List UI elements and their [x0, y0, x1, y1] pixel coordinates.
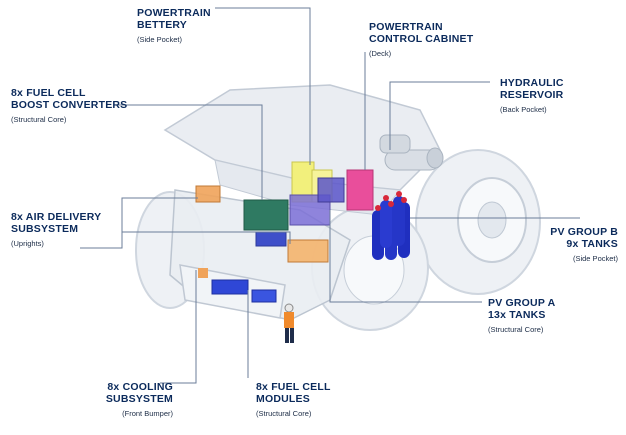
callout-pv-group-a: PV GROUP A 13x TANKS (Structural Core) [488, 297, 555, 335]
callout-title-line: 8x FUEL CELL [256, 381, 331, 393]
callout-subtitle: (Structural Core) [256, 410, 331, 419]
callout-title-line: SUBSYSTEM [106, 393, 173, 405]
callout-subtitle: (Side Pocket) [137, 36, 211, 45]
callout-hydraulic-reservoir: HYDRAULIC RESERVOIR (Back Pocket) [500, 77, 564, 115]
callout-powertrain-battery: POWERTRAIN BETTERY (Side Pocket) [137, 7, 211, 45]
rear-wheel-right [416, 150, 540, 294]
callout-title-line: 8x COOLING [106, 381, 173, 393]
callout-title-line: 8x FUEL CELL [11, 87, 127, 99]
callout-title-line: POWERTRAIN [137, 7, 211, 19]
callout-title-line: 13x TANKS [488, 309, 555, 321]
worker-figure [284, 304, 294, 343]
callout-title-line: RESERVOIR [500, 89, 564, 101]
callout-title-line: 9x TANKS [550, 238, 618, 250]
callout-cooling-subsystem: 8x COOLING SUBSYSTEM (Front Bumper) [106, 381, 173, 419]
callout-air-delivery-subsystem: 8x AIR DELIVERY SUBSYSTEM (Uprights) [11, 211, 101, 249]
callout-title-line: CONTROL CABINET [369, 33, 473, 45]
callout-subtitle: (Uprights) [11, 240, 101, 249]
callout-title-line: HYDRAULIC [500, 77, 564, 89]
callout-subtitle: (Structural Core) [11, 116, 127, 125]
callout-title-line: SUBSYSTEM [11, 223, 101, 235]
callout-powertrain-control-cabinet: POWERTRAIN CONTROL CABINET (Deck) [369, 21, 473, 59]
callout-title-line: PV GROUP B [550, 226, 618, 238]
callout-title-line: MODULES [256, 393, 331, 405]
callout-title-line: BETTERY [137, 19, 211, 31]
callout-title-line: BOOST CONVERTERS [11, 99, 127, 111]
callout-subtitle: (Front Bumper) [106, 410, 173, 419]
callout-subtitle: (Back Pocket) [500, 106, 564, 115]
callout-title-line: 8x AIR DELIVERY [11, 211, 101, 223]
callout-fuel-cell-boost-converters: 8x FUEL CELL BOOST CONVERTERS (Structura… [11, 87, 127, 125]
callout-subtitle: (Structural Core) [488, 326, 555, 335]
callout-title-line: PV GROUP A [488, 297, 555, 309]
callout-title-line: POWERTRAIN [369, 21, 473, 33]
callout-subtitle: (Deck) [369, 50, 473, 59]
callout-subtitle: (Side Pocket) [550, 255, 618, 264]
callout-fuel-cell-modules: 8x FUEL CELL MODULES (Structural Core) [256, 381, 331, 419]
callout-pv-group-b: PV GROUP B 9x TANKS (Side Pocket) [550, 226, 618, 264]
control-cabinet-part [347, 170, 373, 210]
